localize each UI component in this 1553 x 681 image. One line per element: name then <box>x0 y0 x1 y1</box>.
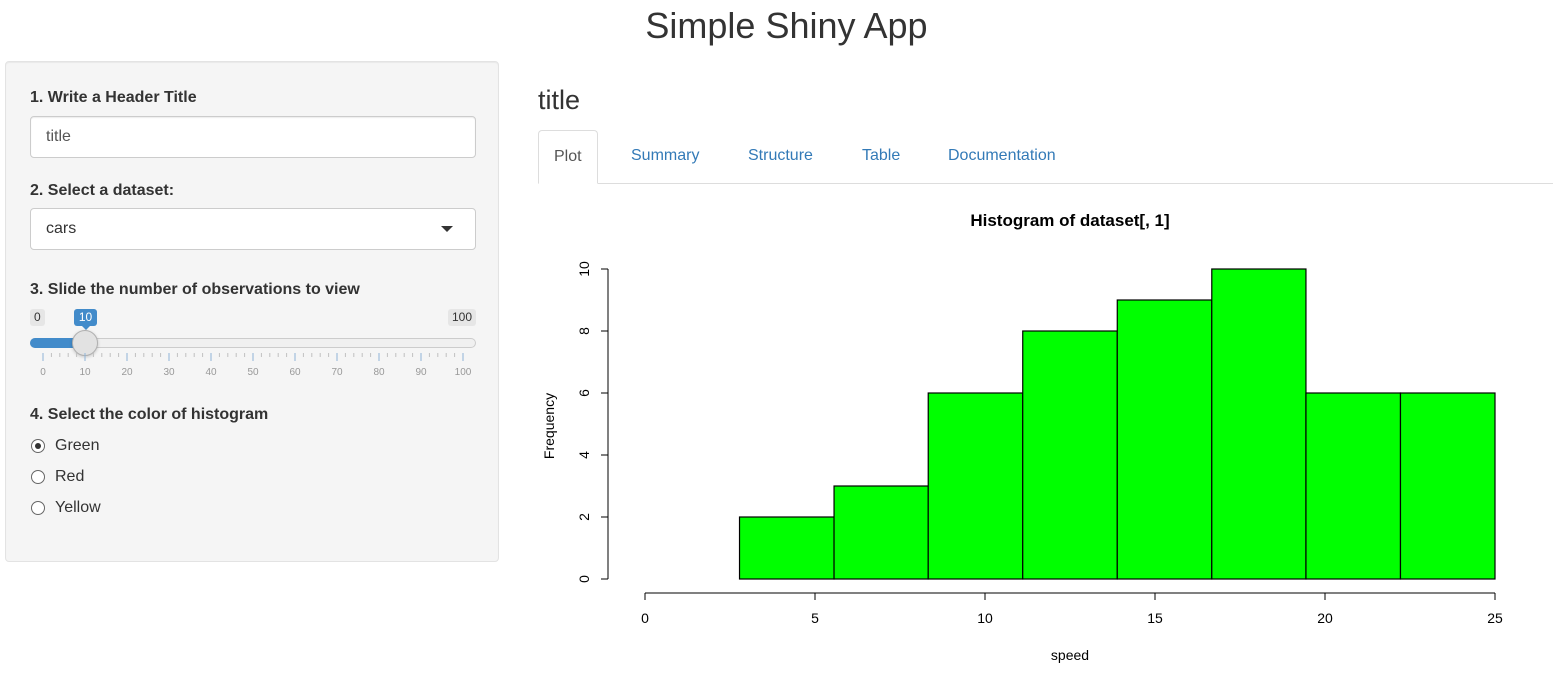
slider-tick-label: 40 <box>205 367 217 378</box>
y-tick-label: 8 <box>576 327 592 335</box>
observations-label: 3. Slide the number of observations to v… <box>30 281 360 298</box>
y-tick-label: 6 <box>576 389 592 397</box>
header-title-label: 1. Write a Header Title <box>30 89 197 106</box>
radio-button[interactable] <box>31 501 45 515</box>
y-tick-label: 4 <box>576 451 592 459</box>
slider-fill <box>30 338 86 348</box>
app-title: Simple Shiny App <box>645 5 928 46</box>
histogram-bar <box>738 516 835 580</box>
slider-grid: 0 10 20 30 40 50 60 70 80 90 100 <box>40 353 472 378</box>
x-tick-label: 15 <box>1147 610 1163 626</box>
radio-option-green[interactable]: Green <box>30 436 230 456</box>
histogram-bar <box>1211 268 1307 580</box>
dataset-label: 2. Select a dataset: <box>30 182 175 199</box>
histogram-bar <box>927 392 1024 580</box>
slider-tick-label: 90 <box>415 367 427 378</box>
slider-tick-label: 70 <box>331 367 343 378</box>
slider-tick-label: 80 <box>373 367 385 378</box>
sidebar-panel: 1. Write a Header Title 2. Select a data… <box>5 61 499 562</box>
x-tick-label: 5 <box>811 610 819 626</box>
y-tick-label: 2 <box>576 513 592 521</box>
tab-documentation[interactable]: Documentation <box>948 147 1056 164</box>
radio-label: Yellow <box>55 499 101 516</box>
tab-summary[interactable]: Summary <box>631 147 700 164</box>
histogram-bar <box>1305 392 1402 580</box>
slider-tick-label: 30 <box>163 367 175 378</box>
slider-tick-label: 20 <box>121 367 133 378</box>
x-tick-label: 0 <box>641 610 649 626</box>
color-label: 4. Select the color of histogram <box>30 406 269 423</box>
histogram-bar <box>1399 392 1496 580</box>
slider-tick-label: 10 <box>79 367 91 378</box>
dataset-select[interactable]: cars <box>30 208 476 250</box>
y-tick-label: 0 <box>576 575 592 583</box>
tab-bar: Plot Summary Structure Table Documentati… <box>538 130 1553 184</box>
radio-label: Red <box>55 468 85 485</box>
histogram-bar <box>1116 299 1213 580</box>
x-tick-label: 10 <box>977 610 993 626</box>
slider-value-label: 10 <box>74 309 97 330</box>
chevron-down-icon <box>441 226 453 232</box>
radio-option-red[interactable]: Red <box>30 467 230 487</box>
slider-tick-label: 50 <box>247 367 259 378</box>
dataset-select-value: cars <box>46 220 77 237</box>
radio-option-yellow[interactable]: Yellow <box>30 498 230 518</box>
chart-title: Histogram of dataset[, 1] <box>970 211 1169 230</box>
main-title: title <box>538 85 581 115</box>
y-tick-label: 10 <box>576 261 592 277</box>
radio-button[interactable] <box>31 439 45 453</box>
tab-table[interactable]: Table <box>862 147 901 164</box>
slider-min-label: 0 <box>30 309 45 326</box>
x-tick-label: 25 <box>1487 610 1503 626</box>
slider-tick-label: 100 <box>455 367 472 378</box>
slider-tick-label: 60 <box>289 367 301 378</box>
slider-handle[interactable] <box>72 330 98 356</box>
histogram-bar <box>833 485 929 580</box>
histogram-bar <box>1022 330 1118 580</box>
radio-selected-dot <box>35 443 41 449</box>
tab-plot[interactable]: Plot <box>538 130 598 184</box>
radio-button[interactable] <box>31 470 45 484</box>
x-axis-label: speed <box>1051 647 1089 663</box>
tab-structure[interactable]: Structure <box>748 147 813 164</box>
radio-label: Green <box>55 437 100 454</box>
y-axis-label: Frequency <box>541 393 557 459</box>
x-tick-label: 20 <box>1317 610 1333 626</box>
slider-tick-label: 0 <box>40 367 46 378</box>
header-title-input[interactable] <box>30 116 476 158</box>
slider-max-label: 100 <box>447 309 476 326</box>
observations-slider[interactable]: 0 10 100 0 10 20 30 40 50 60 70 80 90 100 <box>30 308 476 380</box>
